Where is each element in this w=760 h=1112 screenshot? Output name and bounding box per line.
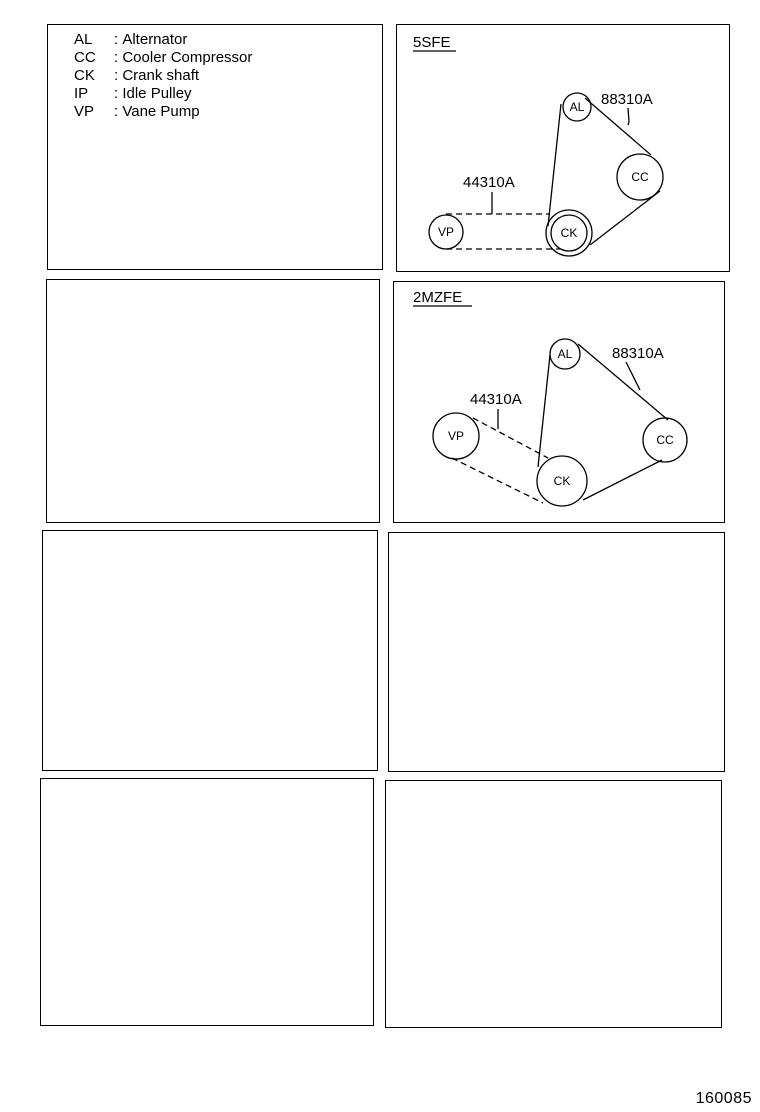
legend-item-ck: CK : Crank shaft bbox=[74, 67, 252, 85]
belt-88310a bbox=[547, 103, 562, 227]
diagram-5sfe: 5SFE AL CC CK VP 88310A 44310A bbox=[413, 34, 664, 257]
part-number-44310a: 44310A bbox=[463, 174, 515, 191]
empty-panel bbox=[40, 778, 374, 1026]
pulley-label-cc: CC bbox=[631, 170, 649, 184]
crankshaft-pulley bbox=[536, 455, 588, 507]
legend-item-cc: CC : Cooler Compressor bbox=[74, 49, 252, 67]
pulley-label-ck: CK bbox=[554, 474, 571, 488]
cooler-compressor-pulley bbox=[616, 153, 664, 201]
pulley-label-al: AL bbox=[558, 347, 573, 361]
legend-desc: Vane Pump bbox=[122, 103, 200, 120]
legend-item-vp: VP : Vane Pump bbox=[74, 103, 252, 121]
belt-88310a bbox=[582, 459, 663, 501]
pulley-label-al: AL bbox=[570, 100, 585, 114]
belt-88310a bbox=[577, 343, 669, 421]
legend-sep: : bbox=[114, 103, 119, 120]
legend-code: AL bbox=[74, 31, 93, 48]
empty-panel bbox=[42, 530, 378, 771]
alternator-pulley bbox=[562, 92, 592, 122]
alternator-pulley bbox=[549, 338, 581, 370]
legend-list: AL : Alternator CC : Cooler Compressor C… bbox=[74, 31, 252, 121]
crankshaft-pulley bbox=[545, 209, 593, 257]
vane-pump-pulley bbox=[428, 214, 464, 250]
belt-88310a bbox=[584, 97, 652, 156]
engine-title: 2MZFE bbox=[413, 289, 462, 306]
engine-title: 5SFE bbox=[413, 34, 451, 51]
legend-desc: Idle Pulley bbox=[122, 85, 192, 102]
empty-panel bbox=[46, 279, 380, 523]
leader-line bbox=[627, 107, 630, 123]
part-number-88310a: 88310A bbox=[601, 91, 653, 108]
legend-code: VP bbox=[74, 103, 95, 120]
diagram-panel-2mzfe bbox=[393, 281, 725, 523]
empty-panel bbox=[385, 780, 722, 1028]
legend-code: CK bbox=[74, 67, 95, 84]
legend-item-al: AL : Alternator bbox=[74, 31, 252, 49]
pulley-label-ck: CK bbox=[561, 226, 578, 240]
legend-desc: Crank shaft bbox=[122, 67, 200, 84]
part-number-44310a: 44310A bbox=[470, 391, 522, 408]
belt-44310a bbox=[451, 457, 544, 504]
pulley-label-cc: CC bbox=[656, 433, 674, 447]
legend-code: IP bbox=[74, 85, 89, 102]
legend-sep: : bbox=[114, 49, 119, 66]
pulley-label-vp: VP bbox=[438, 225, 454, 239]
legend-desc: Alternator bbox=[122, 31, 188, 48]
legend-desc: Cooler Compressor bbox=[122, 49, 253, 66]
vane-pump-pulley bbox=[432, 412, 480, 460]
belt-44310a bbox=[472, 417, 549, 459]
cooler-compressor-pulley bbox=[642, 417, 688, 463]
belt-88310a bbox=[589, 190, 661, 246]
part-number-88310a: 88310A bbox=[612, 345, 664, 362]
legend-code: CC bbox=[74, 49, 96, 66]
figure-number: 160085 bbox=[695, 1090, 752, 1107]
diagram-2mzfe: 2MZFE AL CC CK VP 88310A 44310A bbox=[413, 289, 688, 507]
legend-sep: : bbox=[114, 85, 119, 102]
diagram-panel-5sfe bbox=[396, 24, 730, 272]
legend-panel: AL : Alternator CC : Cooler Compressor C… bbox=[47, 24, 383, 270]
legend-sep: : bbox=[114, 31, 119, 48]
legend-sep: : bbox=[114, 67, 119, 84]
leader-line bbox=[627, 121, 630, 126]
crankshaft-pulley-inner bbox=[550, 214, 588, 252]
pulley-label-vp: VP bbox=[448, 429, 464, 443]
belt-88310a bbox=[537, 354, 551, 468]
leader-line bbox=[625, 361, 641, 391]
legend-item-ip: IP : Idle Pulley bbox=[74, 85, 252, 103]
empty-panel bbox=[388, 532, 725, 772]
